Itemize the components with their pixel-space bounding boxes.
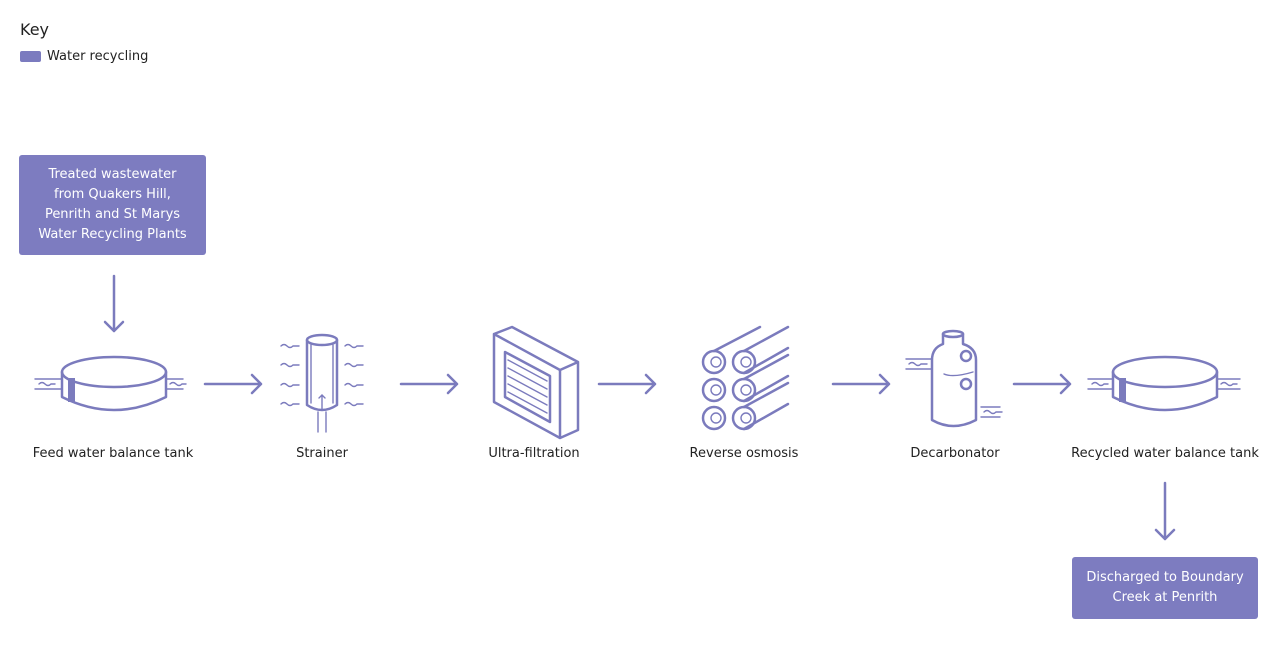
output-text: Discharged to Boundary Creek at Penrith bbox=[1086, 570, 1244, 605]
reverse-osmosis-icon bbox=[701, 325, 790, 431]
arrow-4 bbox=[831, 373, 891, 395]
strainer-icon bbox=[280, 333, 364, 433]
arrow-5 bbox=[1012, 373, 1072, 395]
stage-label-recycled-tank: Recycled water balance tank bbox=[1071, 446, 1259, 461]
arrow-1 bbox=[203, 373, 263, 395]
arrow-down-source bbox=[103, 274, 125, 333]
key-item-water-recycling: Water recycling bbox=[20, 49, 148, 64]
arrow-3 bbox=[597, 373, 657, 395]
arrow-down-output bbox=[1154, 481, 1176, 541]
recycled-tank-icon bbox=[1087, 355, 1241, 412]
stage-label-ultrafiltration: Ultra-filtration bbox=[488, 446, 580, 461]
feed-tank-icon bbox=[34, 355, 187, 412]
stage-label-decarbonator: Decarbonator bbox=[910, 446, 1000, 461]
stage-label-strainer: Strainer bbox=[296, 446, 348, 461]
arrow-2 bbox=[399, 373, 459, 395]
ultrafiltration-icon bbox=[492, 325, 580, 440]
key-label: Water recycling bbox=[47, 49, 149, 64]
key-swatch bbox=[20, 51, 41, 62]
source-box: Treated wastewater from Quakers Hill, Pe… bbox=[19, 155, 206, 255]
key-title: Key bbox=[20, 20, 50, 39]
output-box: Discharged to Boundary Creek at Penrith bbox=[1072, 557, 1258, 619]
decarbonator-icon bbox=[905, 329, 1003, 428]
stage-label-feed-tank: Feed water balance tank bbox=[32, 446, 194, 461]
source-text: Treated wastewater from Quakers Hill, Pe… bbox=[38, 167, 187, 242]
stage-label-reverse-osmosis: Reverse osmosis bbox=[689, 446, 799, 461]
